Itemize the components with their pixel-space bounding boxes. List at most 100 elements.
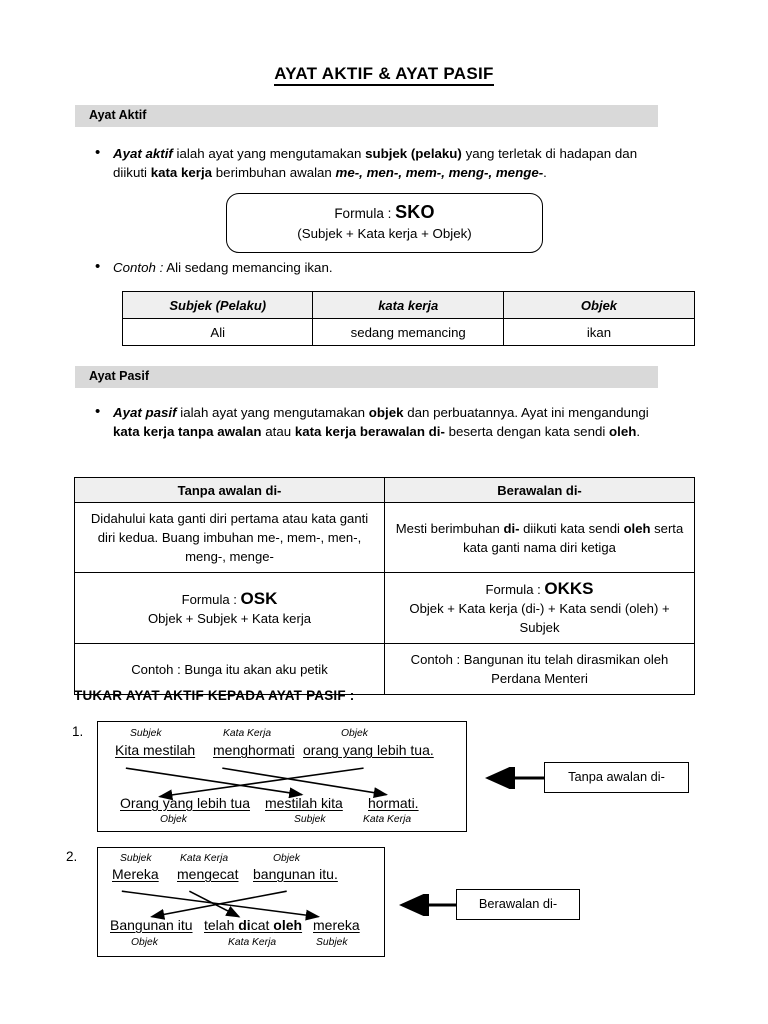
table-pasif-header-berawalan: Berawalan di- <box>384 477 695 503</box>
diagram-1-bottom-word-subjek: mestilah kita <box>265 795 343 811</box>
page-title-text: AYAT AKTIF & AYAT PASIF <box>274 64 494 86</box>
table-aktif-cell-objek: ikan <box>502 318 696 346</box>
diagram-1-arrows <box>125 767 389 801</box>
d2-kk-mid: cat <box>250 917 274 933</box>
diagram-2-top-word-objek: bangunan itu. <box>253 866 338 882</box>
diagram-1-top-label-kata-kerja: Kata Kerja <box>223 728 272 739</box>
diagram-2-arrows <box>121 890 321 921</box>
callout-berawalan-di: Berawalan di- <box>456 889 580 920</box>
page-title: AYAT AKTIF & AYAT PASIF <box>0 64 768 86</box>
diagram-1-top-word-objek: orang yang lebih tua. <box>303 742 434 758</box>
bullet-contoh-aktif-text: Contoh : Ali sedang memancing ikan. <box>113 258 333 277</box>
term-ayat-aktif: Ayat aktif <box>113 146 173 161</box>
table-aktif-cell-subjek: Ali <box>121 318 314 346</box>
formula-sko-line: Formula : SKO <box>227 202 542 224</box>
d2-kk-bold-di: di <box>238 917 251 933</box>
def-pasif-t4: beserta dengan kata sendi <box>444 424 610 439</box>
bullet-ayat-pasif-definition: • Ayat pasif ialah ayat yang mengutamaka… <box>95 403 670 441</box>
diagram-2-number: 2. <box>66 849 78 864</box>
diagram-1-bottom-word-kata-kerja: hormati. <box>368 795 419 811</box>
table-pasif-header-tanpa-awalan: Tanpa awalan di- <box>74 477 385 503</box>
diagram-1-bottom-label-objek: Objek <box>160 814 187 825</box>
diagram-1-top-word-kata-kerja: menghormati <box>213 742 295 758</box>
contoh-aktif-sentence: Ali sedang memancing ikan. <box>163 260 333 275</box>
def-pasif-t5: . <box>636 424 641 439</box>
diagram-2-bottom-label-kata-kerja: Kata Kerja <box>228 937 277 948</box>
table-row-header: Tanpa awalan di- Berawalan di- <box>74 477 695 503</box>
diagram-1-bottom-word-objek: Orang yang lebih tua <box>120 795 250 811</box>
tukar-section-heading: TUKAR AYAT AKTIF KEPADA AYAT PASIF : <box>74 688 355 703</box>
table-aktif-header-kata-kerja: kata kerja <box>312 291 504 319</box>
section-header-ayat-pasif: Ayat Pasif <box>75 366 658 388</box>
def-pasif-bold3: kata kerja berawalan di- <box>294 424 445 439</box>
table-pasif-cell-example-right: Contoh : Bangunan itu telah dirasmikan o… <box>384 643 695 695</box>
term-ayat-pasif: Ayat pasif <box>113 405 177 420</box>
table-pasif-cell-rule-left: Didahului kata ganti diri pertama atau k… <box>74 502 385 573</box>
formula-osk-code: OSK <box>240 588 278 608</box>
diagram-2-top-word-subjek: Mereka <box>112 866 159 882</box>
diagram-2-bottom-label-objek: Objek <box>131 937 158 948</box>
table-pasif-cell-formula-left: Formula : OSK Objek + Subjek + Kata kerj… <box>74 572 385 644</box>
bullet-contoh-aktif: • Contoh : Ali sedang memancing ikan. <box>95 258 575 277</box>
diagram-2-bottom-label-subjek: Subjek <box>316 937 348 948</box>
rule-right-post: serta kata ganti nama diri ketiga <box>463 520 684 555</box>
def-pasif-t1: ialah ayat yang mengutamakan <box>176 405 369 420</box>
diagram-1-number: 1. <box>72 724 84 739</box>
def-aktif-t2: yang terletak di hadapan dan diikuti <box>113 146 638 180</box>
formula-box-sko: Formula : SKO (Subjek + Kata kerja + Obj… <box>226 193 543 253</box>
formula-okks-expansion: Objek + Kata kerja (di-) + Kata sendi (o… <box>409 601 670 635</box>
formula-osk-prefix: Formula : <box>181 591 241 607</box>
diagram-1-top-label-objek: Objek <box>341 728 368 739</box>
def-aktif-prefixes: me-, men-, mem-, meng-, menge- <box>335 165 544 180</box>
def-pasif-t2: dan perbuatannya. Ayat ini mengandungi <box>403 405 649 420</box>
def-pasif-t3: atau <box>261 424 295 439</box>
bullet-ayat-aktif-definition: • Ayat aktif ialah ayat yang mengutamaka… <box>95 144 665 182</box>
table-pasif-cell-rule-right: Mesti berimbuhan di- diikuti kata sendi … <box>384 502 695 573</box>
diagram-1-top-label-subjek: Subjek <box>130 728 162 739</box>
section-header-ayat-aktif: Ayat Aktif <box>75 105 658 127</box>
table-row: Ali sedang memancing ikan <box>121 318 696 346</box>
formula-okks-line: Formula : OKKS <box>393 579 686 599</box>
contoh-aktif-label: Contoh : <box>113 260 164 275</box>
table-ayat-pasif-rules: Tanpa awalan di- Berawalan di- Didahului… <box>74 477 695 695</box>
section-header-ayat-pasif-label: Ayat Pasif <box>89 369 149 383</box>
table-pasif-cell-formula-right: Formula : OKKS Objek + Kata kerja (di-) … <box>384 572 695 644</box>
diagram-2-bottom-word-objek: Bangunan itu <box>110 917 193 933</box>
diagram-1-callout-arrow <box>485 767 546 789</box>
table-row: Didahului kata ganti diri pertama atau k… <box>74 502 695 573</box>
table-aktif-header-subjek: Subjek (Pelaku) <box>121 291 314 319</box>
table-pasif-cell-example-left: Contoh : Bunga itu akan aku petik <box>74 643 385 695</box>
diagram-2-bottom-word-kata-kerja: telah dicat oleh <box>204 917 302 933</box>
bullet-ayat-aktif-text: Ayat aktif ialah ayat yang mengutamakan … <box>113 144 665 182</box>
formula-sko-code: SKO <box>395 202 435 222</box>
diagram-1-bottom-label-subjek: Subjek <box>294 814 326 825</box>
def-aktif-bold2: kata kerja <box>150 165 213 180</box>
def-pasif-bold4: oleh <box>609 424 637 439</box>
def-aktif-t4: . <box>543 165 547 180</box>
callout-tanpa-awalan-di: Tanpa awalan di- <box>544 762 689 793</box>
table-ayat-aktif-example: Subjek (Pelaku) kata kerja Objek Ali sed… <box>121 291 696 346</box>
diagram-2-bottom-word-subjek: mereka <box>313 917 360 933</box>
formula-sko-expansion: (Subjek + Kata kerja + Objek) <box>297 226 472 241</box>
def-pasif-bold1: objek <box>368 405 404 420</box>
diagram-2-top-label-kata-kerja: Kata Kerja <box>180 853 229 864</box>
diagram-1-bottom-label-kata-kerja: Kata Kerja <box>363 814 412 825</box>
def-aktif-t3: berimbuhan awalan <box>212 165 336 180</box>
diagram-conversion-1: Subjek Kata Kerja Objek Kita mestilah me… <box>97 721 467 832</box>
d2-kk-bold-oleh: oleh <box>273 917 303 933</box>
table-row-header: Subjek (Pelaku) kata kerja Objek <box>121 291 696 319</box>
def-pasif-bold2: kata kerja tanpa awalan <box>113 424 262 439</box>
d2-kk-pre: telah <box>204 917 239 933</box>
rule-right-mid: diikuti kata sendi <box>519 520 624 536</box>
table-row: Contoh : Bunga itu akan aku petik Contoh… <box>74 643 695 695</box>
bullet-ayat-pasif-text: Ayat pasif ialah ayat yang mengutamakan … <box>113 403 670 441</box>
rule-right-bold-oleh: oleh <box>623 520 651 536</box>
rule-right-bold-di: di- <box>503 520 520 536</box>
bullet-dot-icon: • <box>95 258 101 275</box>
rule-right-pre: Mesti berimbuhan <box>395 520 504 536</box>
formula-okks-code: OKKS <box>544 579 594 598</box>
formula-osk-expansion: Objek + Subjek + Kata kerja <box>147 610 312 626</box>
diagram-2-top-word-kata-kerja: mengecat <box>177 866 239 882</box>
diagram-2-top-label-objek: Objek <box>273 853 300 864</box>
